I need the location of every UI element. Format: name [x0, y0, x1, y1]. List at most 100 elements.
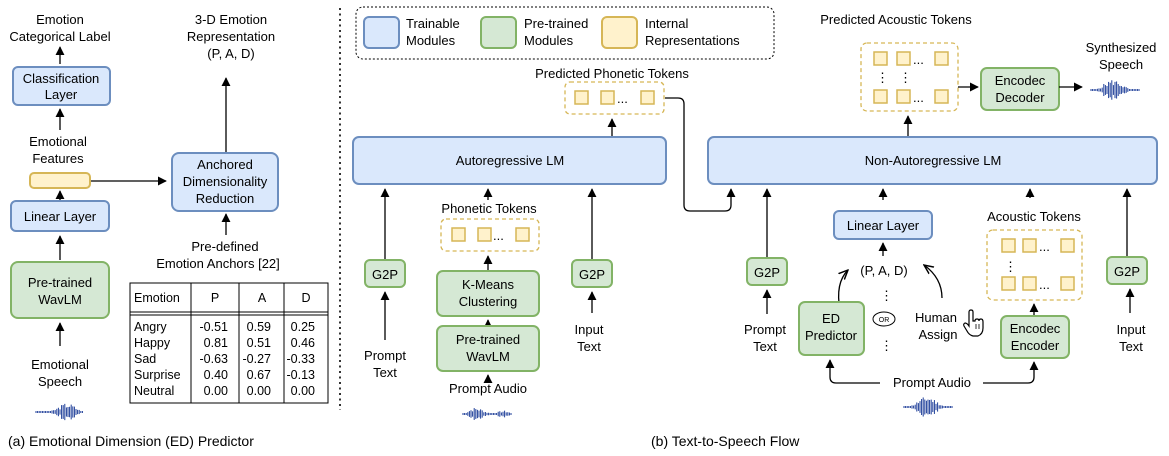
synthesized-line1: Synthesized: [1086, 40, 1157, 55]
prompt-audio-label: Prompt Audio: [449, 381, 527, 396]
prompt-text-line2: Text: [373, 365, 397, 380]
table-cell: 0.81: [204, 336, 228, 350]
ellipsis: ...: [1039, 239, 1050, 254]
emotional-features-line2: Features: [32, 151, 84, 166]
token: [515, 227, 530, 242]
g2p-label: G2P: [754, 265, 780, 280]
legend-pretrained-line1: Pre-trained: [524, 16, 588, 31]
ellipsis: ...: [913, 52, 924, 67]
token: [1001, 276, 1016, 291]
token: [1022, 276, 1037, 291]
phonetic-to-nar-connector: [665, 97, 736, 212]
linear-layer-label: Linear Layer: [24, 209, 97, 224]
representation-pad: (P, A, D): [207, 46, 254, 61]
token: [934, 51, 949, 66]
table-cell: 0.59: [247, 320, 271, 334]
token: [934, 89, 949, 104]
classification-layer-box: [12, 66, 111, 106]
table-cell: -0.27: [243, 352, 272, 366]
emotional-features-line1: Emotional: [29, 134, 87, 149]
g2p-box-4: [1106, 256, 1148, 285]
kmeans-box: [436, 270, 540, 317]
wavlm-left-line1: Pre-trained: [28, 275, 92, 290]
ed-predictor-line2: Predictor: [805, 328, 858, 343]
audio-waveform-output: [1090, 80, 1140, 100]
wavlm-right-line2: WavLM: [466, 349, 510, 364]
input-text-line2: Text: [577, 339, 601, 354]
audio-waveform-left: [35, 403, 83, 421]
emotional-speech-line1: Emotional: [31, 357, 89, 372]
vdots: ⋮: [876, 70, 889, 85]
table-cell: A: [258, 291, 267, 305]
token: [873, 51, 888, 66]
legend-pretrained-swatch: [480, 16, 517, 49]
legend-pretrained-line2: Modules: [524, 33, 574, 48]
hand-cursor-icon: [963, 309, 984, 337]
emotion-label-line2: Categorical Label: [9, 29, 110, 44]
table-cell: D: [301, 291, 310, 305]
table-cell: 0.67: [247, 368, 271, 382]
table-cell: -0.63: [200, 352, 229, 366]
table-cell: 0.00: [291, 384, 315, 398]
anchored-line1: Anchored: [197, 157, 253, 172]
or-label: OR: [879, 317, 890, 324]
table-cell: P: [211, 291, 219, 305]
left-panel: Emotion Categorical Label Classification…: [8, 12, 329, 449]
table-cell: 0.46: [291, 336, 315, 350]
phonetic-tokens-label: Phonetic Tokens: [441, 201, 537, 216]
table-cell: Emotion: [134, 291, 180, 305]
non-autoregressive-lm-box: [707, 136, 1158, 185]
vdots: ⋮: [1004, 259, 1017, 274]
token: [1022, 238, 1037, 253]
representation-line2: Representation: [187, 29, 275, 44]
token: [640, 90, 655, 105]
nar-prompt-text-line2: Text: [753, 339, 777, 354]
table-cell: -0.51: [200, 320, 229, 334]
vdots: ⋮: [880, 288, 893, 303]
ed-predictor-box: [798, 301, 865, 356]
g2p-box-3: [746, 257, 788, 286]
nar-input-text-line2: Text: [1119, 339, 1143, 354]
table-cell: Happy: [134, 336, 171, 350]
synthesized-line2: Speech: [1099, 57, 1143, 72]
classification-layer-line1: Classification: [23, 71, 100, 86]
non-autoregressive-lm-label: Non-Autoregressive LM: [865, 153, 1002, 168]
anchored-line2: Dimensionality: [183, 174, 268, 189]
encodec-decoder-box: [980, 67, 1060, 111]
ellipsis: ...: [1039, 277, 1050, 292]
legend-trainable-swatch: [363, 16, 400, 49]
encodec-encoder-line2: Encoder: [1011, 338, 1060, 353]
nar-linear-layer-label: Linear Layer: [847, 218, 920, 233]
token: [1060, 276, 1075, 291]
anchors-line2: Emotion Anchors [22]: [156, 256, 280, 271]
legend-internal-line2: Representations: [645, 33, 740, 48]
kmeans-line2: Clustering: [459, 294, 518, 309]
input-text-line1: Input: [575, 322, 604, 337]
phonetic-tokens-group: [440, 218, 540, 252]
acoustic-tokens-group: [986, 229, 1083, 301]
token: [1001, 238, 1016, 253]
table-cell: 0.00: [247, 384, 271, 398]
linear-layer-box: [10, 200, 110, 232]
legend: Trainable Modules Pre-trained Modules In…: [355, 6, 775, 60]
emotional-speech-line2: Speech: [38, 374, 82, 389]
encodec-decoder-line1: Encodec: [995, 73, 1046, 88]
legend-internal-line1: Internal: [645, 16, 688, 31]
table-cell: 0.40: [204, 368, 228, 382]
table-cell: 0.51: [247, 336, 271, 350]
predicted-acoustic-group: [860, 42, 959, 112]
human-assign-line2: Assign: [918, 327, 957, 342]
token: [600, 90, 615, 105]
table-cell: 0.00: [204, 384, 228, 398]
table-cell: Surprise: [134, 368, 181, 382]
nar-linear-layer-box: [833, 210, 933, 240]
prompt-text-line1: Prompt: [364, 348, 406, 363]
ellipsis: ...: [617, 91, 628, 106]
token: [451, 227, 466, 242]
vdots: ⋮: [880, 338, 893, 353]
wavlm-left-line2: WavLM: [38, 292, 82, 307]
classification-layer-line2: Layer: [45, 87, 78, 102]
table-cell: Angry: [134, 320, 167, 334]
